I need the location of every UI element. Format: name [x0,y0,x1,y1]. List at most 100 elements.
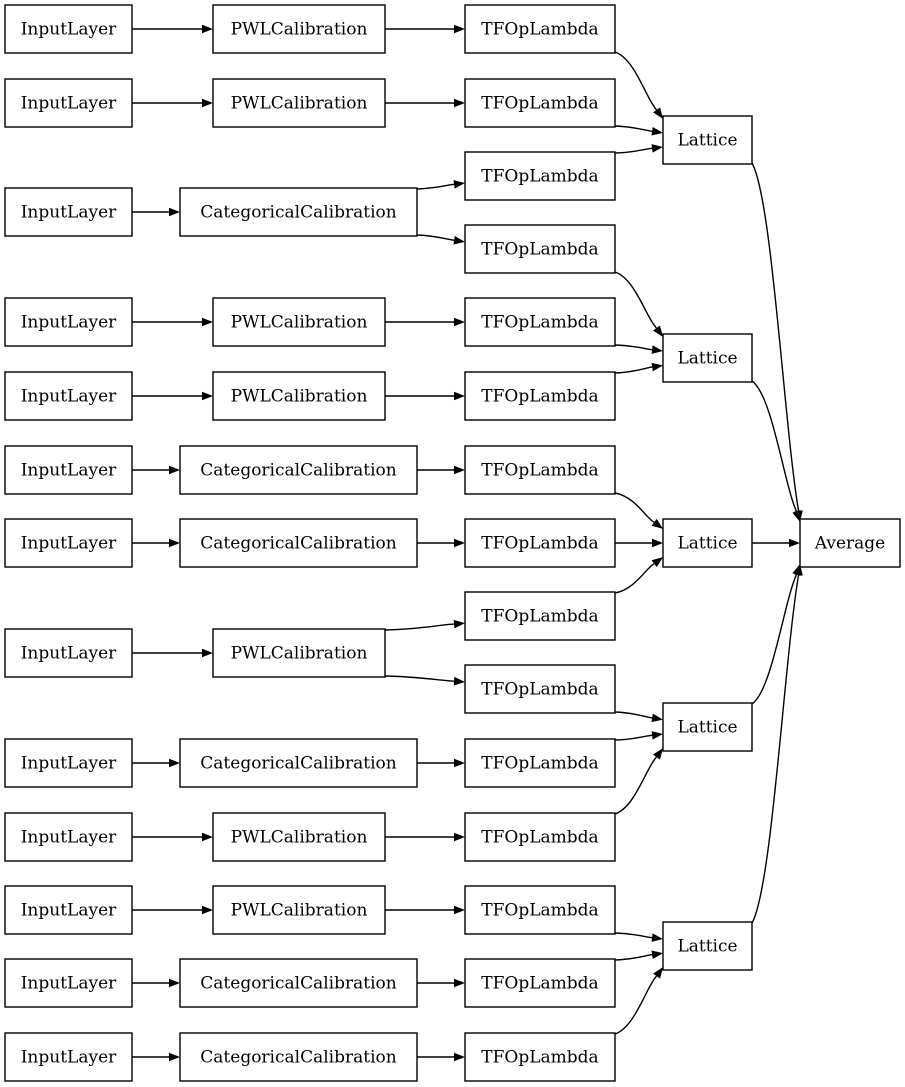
node-tfop-lambda[interactable]: TFOpLambda [464,812,616,862]
node-tfop-lambda[interactable]: TFOpLambda [464,738,616,788]
node-box[interactable] [464,224,616,274]
node-box[interactable] [4,78,133,128]
node-input-layer[interactable]: InputLayer [4,628,133,678]
node-tfop-lambda[interactable]: TFOpLambda [464,958,616,1008]
node-box[interactable] [662,921,753,971]
node-lattice[interactable]: Lattice [662,518,753,568]
node-tfop-lambda[interactable]: TFOpLambda [464,371,616,421]
node-input-layer[interactable]: InputLayer [4,958,133,1008]
node-input-layer[interactable]: InputLayer [4,78,133,128]
node-box[interactable] [4,812,133,862]
node-tfop-lambda[interactable]: TFOpLambda [464,445,616,495]
node-pwlcalibration[interactable]: PWLCalibration [212,78,386,128]
node-box[interactable] [179,738,418,788]
node-box[interactable] [464,738,616,788]
node-input-layer[interactable]: InputLayer [4,371,133,421]
node-tfop-lambda[interactable]: TFOpLambda [464,4,616,54]
node-box[interactable] [212,297,386,347]
node-tfop-lambda[interactable]: TFOpLambda [464,151,616,201]
node-box[interactable] [662,333,753,383]
node-tfop-lambda[interactable]: TFOpLambda [464,224,616,274]
node-pwlcalibration[interactable]: PWLCalibration [212,4,386,54]
node-box[interactable] [179,187,418,237]
node-box[interactable] [464,1032,616,1082]
node-box[interactable] [464,812,616,862]
edge-line [614,711,653,719]
node-tfop-lambda[interactable]: TFOpLambda [464,1032,616,1082]
node-box[interactable] [212,4,386,54]
node-pwlcalibration[interactable]: PWLCalibration [212,628,386,678]
node-box[interactable] [464,518,616,568]
node-box[interactable] [662,518,753,568]
edge-line [614,366,653,374]
edge-tfop-lambda-to-lattice [614,271,663,337]
node-input-layer[interactable]: InputLayer [4,187,133,237]
node-box[interactable] [464,958,616,1008]
node-categorical-calibration[interactable]: CategoricalCalibration [179,445,418,495]
node-average[interactable]: Average [799,518,901,568]
node-box[interactable] [4,187,133,237]
node-input-layer[interactable]: InputLayer [4,518,133,568]
node-lattice[interactable]: Lattice [662,702,753,752]
node-box[interactable] [4,445,133,495]
node-box[interactable] [464,78,616,128]
node-box[interactable] [799,518,901,568]
node-input-layer[interactable]: InputLayer [4,812,133,862]
node-box[interactable] [4,628,133,678]
arrowhead-icon [454,1052,465,1062]
node-tfop-lambda[interactable]: TFOpLambda [464,591,616,641]
edge-tfop-lambda-to-lattice [614,711,663,723]
node-box[interactable] [179,1032,418,1082]
node-box[interactable] [212,885,386,935]
node-box[interactable] [464,445,616,495]
node-input-layer[interactable]: InputLayer [4,885,133,935]
node-box[interactable] [212,628,386,678]
node-box[interactable] [4,518,133,568]
node-box[interactable] [464,591,616,641]
node-categorical-calibration[interactable]: CategoricalCalibration [179,518,418,568]
node-box[interactable] [212,78,386,128]
node-tfop-lambda[interactable]: TFOpLambda [464,297,616,347]
node-box[interactable] [464,4,616,54]
node-lattice[interactable]: Lattice [662,115,753,165]
node-input-layer[interactable]: InputLayer [4,4,133,54]
node-input-layer[interactable]: InputLayer [4,738,133,788]
node-categorical-calibration[interactable]: CategoricalCalibration [179,958,418,1008]
node-box[interactable] [464,151,616,201]
node-box[interactable] [179,518,418,568]
node-box[interactable] [4,371,133,421]
node-box[interactable] [4,885,133,935]
node-lattice[interactable]: Lattice [662,921,753,971]
node-input-layer[interactable]: InputLayer [4,297,133,347]
node-pwlcalibration[interactable]: PWLCalibration [212,371,386,421]
node-box[interactable] [4,1032,133,1082]
node-box[interactable] [464,885,616,935]
node-lattice[interactable]: Lattice [662,333,753,383]
node-categorical-calibration[interactable]: CategoricalCalibration [179,738,418,788]
node-box[interactable] [4,958,133,1008]
node-pwlcalibration[interactable]: PWLCalibration [212,812,386,862]
node-label: PWLCalibration [231,901,368,921]
node-tfop-lambda[interactable]: TFOpLambda [464,885,616,935]
node-box[interactable] [179,958,418,1008]
node-pwlcalibration[interactable]: PWLCalibration [212,297,386,347]
node-box[interactable] [212,371,386,421]
node-box[interactable] [4,738,133,788]
node-box[interactable] [464,371,616,421]
node-box[interactable] [464,664,616,714]
node-box[interactable] [179,445,418,495]
node-box[interactable] [4,297,133,347]
node-categorical-calibration[interactable]: CategoricalCalibration [179,1032,418,1082]
node-box[interactable] [662,702,753,752]
node-input-layer[interactable]: InputLayer [4,1032,133,1082]
node-pwlcalibration[interactable]: PWLCalibration [212,885,386,935]
node-box[interactable] [662,115,753,165]
node-categorical-calibration[interactable]: CategoricalCalibration [179,187,418,237]
node-tfop-lambda[interactable]: TFOpLambda [464,78,616,128]
node-box[interactable] [212,812,386,862]
node-box[interactable] [464,297,616,347]
node-tfop-lambda[interactable]: TFOpLambda [464,664,616,714]
node-input-layer[interactable]: InputLayer [4,445,133,495]
node-box[interactable] [4,4,133,54]
node-tfop-lambda[interactable]: TFOpLambda [464,518,616,568]
